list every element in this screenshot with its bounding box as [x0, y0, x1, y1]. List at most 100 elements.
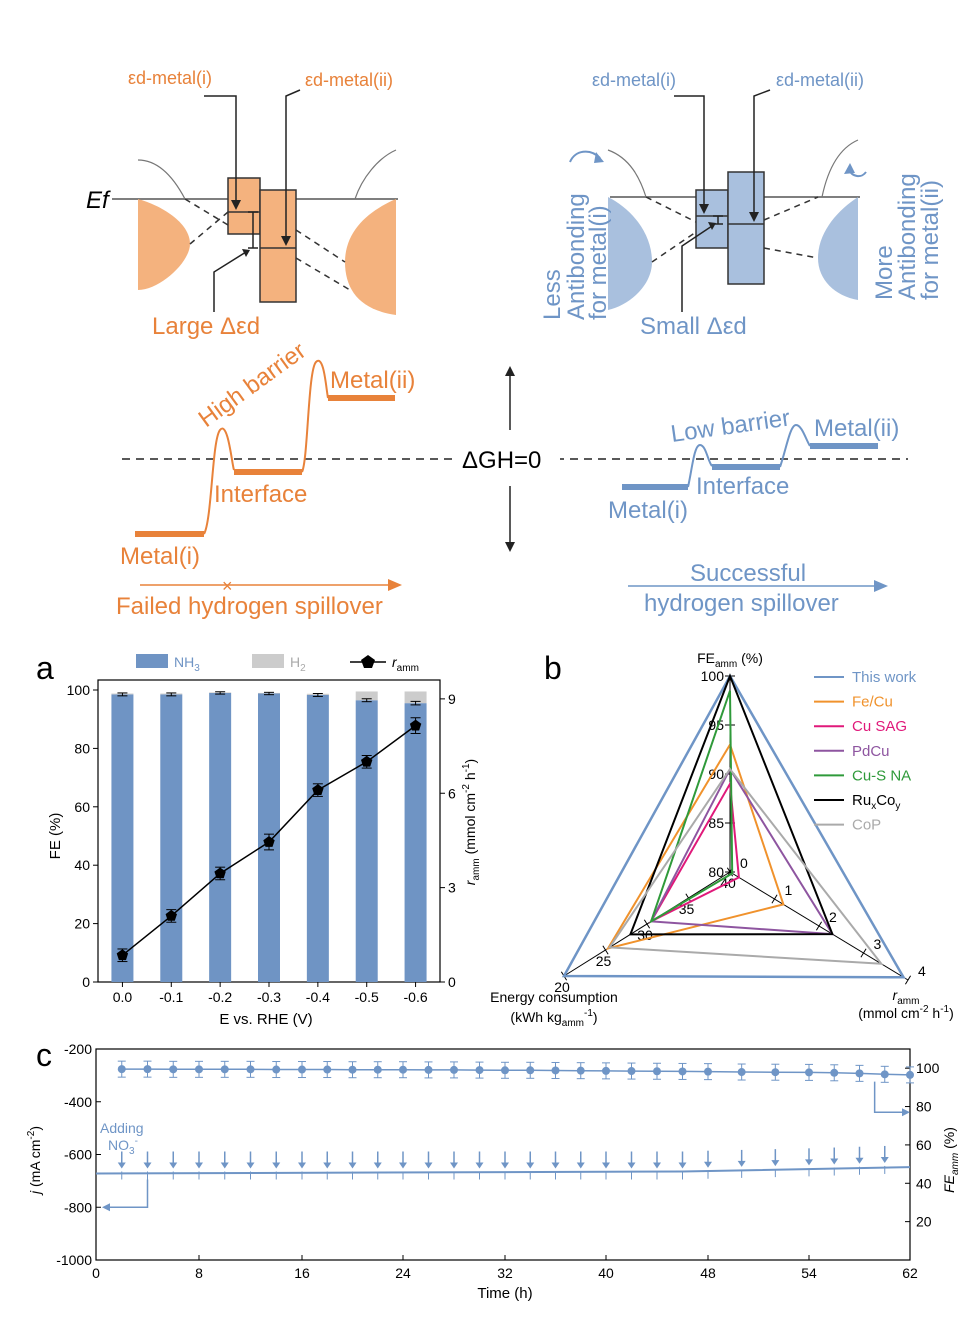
- dose-arrow-head: [450, 1162, 458, 1169]
- fe-point: [373, 1065, 382, 1074]
- chart-a-plot: 0.0-0.1-0.2-0.3-0.4-0.5-0.60204060801000…: [67, 679, 456, 1005]
- fe-point: [117, 1065, 126, 1074]
- more-line-3: for metal(ii): [917, 180, 944, 300]
- dose-arrow-head: [475, 1162, 484, 1169]
- x-tick-label: 32: [497, 1265, 513, 1281]
- radar-tick-label: 1: [785, 882, 793, 898]
- left-box-metal-i: [227, 177, 261, 235]
- left-eps-ii-label: εd-metal(ii): [305, 70, 393, 90]
- right-dos-metal-ii-outline: [821, 139, 859, 198]
- ramm-point: [263, 836, 275, 847]
- radar-axis-fe-label: FEamm (%): [697, 650, 763, 670]
- dose-arrow-head: [169, 1162, 178, 1169]
- dose-arrow-head: [323, 1162, 332, 1169]
- legend-ramm-marker: [361, 655, 375, 668]
- fe-point: [399, 1065, 407, 1074]
- radar-tick-label: 90: [708, 766, 724, 782]
- fe-point: [526, 1066, 535, 1075]
- x-tick-label: 62: [902, 1265, 918, 1281]
- fe-point: [424, 1065, 433, 1074]
- dose-arrow-head: [830, 1158, 839, 1165]
- bar-nh3: [209, 692, 232, 982]
- less-line-2: Antibonding: [563, 193, 590, 320]
- y-tick-label: -1000: [56, 1252, 92, 1268]
- bar-h2: [404, 691, 427, 704]
- left-dos-metal-ii-outline: [354, 149, 397, 200]
- fe-point: [475, 1066, 484, 1075]
- x-tick-label: 0.0: [113, 989, 133, 1005]
- radar-tick-label: 85: [708, 815, 724, 831]
- radar-tick-label: 0: [740, 855, 748, 871]
- dose-arrow-head: [526, 1162, 535, 1169]
- x-tick-label: 54: [801, 1265, 817, 1281]
- fe-point: [323, 1065, 332, 1074]
- y-tick-label: 100: [67, 682, 91, 698]
- fe-axis-arrow: [873, 1081, 906, 1114]
- radar-series: [648, 780, 740, 924]
- dose-arrow-head: [348, 1162, 357, 1169]
- dose-arrow-head: [855, 1157, 864, 1164]
- right-metal-ii-label: Metal(ii): [814, 415, 899, 442]
- fe-point: [855, 1069, 864, 1078]
- fe-point: [678, 1067, 687, 1076]
- fe-axis-arrowhead: [902, 1108, 910, 1117]
- left-band-diagram: εd-metal(i) εd-metal(ii) Ef: [86, 68, 398, 340]
- fe-point: [653, 1067, 661, 1076]
- y-right-tick-label: 3: [448, 880, 456, 896]
- left-barrier-label: High barrier: [194, 337, 311, 433]
- fe-point: [771, 1068, 780, 1077]
- fe-point: [143, 1065, 152, 1074]
- right-eps-ii-label: εd-metal(ii): [776, 70, 864, 90]
- fe-point: [348, 1065, 357, 1074]
- dose-arrow-head: [246, 1162, 255, 1169]
- y-right-tick-label: 100: [916, 1060, 940, 1076]
- y-right-tick-label: 20: [916, 1214, 932, 1230]
- x-tick-label: 0: [92, 1265, 100, 1281]
- right-metal-i-label: Metal(i): [608, 497, 688, 524]
- y-right-tick-label: 9: [448, 691, 456, 707]
- panel-letter-b: b: [544, 650, 562, 686]
- y-right-tick-label: 0: [448, 974, 456, 990]
- y-tick-label: 80: [74, 740, 90, 756]
- fe-point: [627, 1067, 636, 1076]
- legend-h2-swatch: [252, 654, 284, 668]
- left-metal-i-label: Metal(i): [120, 543, 200, 570]
- bar-nh3: [404, 703, 427, 982]
- radar-tick-label: 80: [708, 864, 724, 880]
- radar-tick: [602, 945, 609, 955]
- adding-label-1: Adding: [100, 1120, 144, 1136]
- right-box-metal-ii: [727, 171, 765, 285]
- dose-arrow-head: [143, 1162, 152, 1169]
- y-right-tick-label: 6: [448, 785, 456, 801]
- left-result-label: Failed hydrogen spillover: [116, 593, 383, 620]
- chart-a-xlabel: E vs. RHE (V): [219, 1011, 312, 1028]
- right-result-line-2: hydrogen spillover: [644, 590, 839, 617]
- fe-point: [169, 1065, 178, 1074]
- right-box-metal-i: [695, 189, 729, 249]
- x-tick-label: 8: [195, 1265, 203, 1281]
- radar-tick-label: 4: [918, 963, 926, 979]
- dose-arrow-head: [602, 1162, 610, 1169]
- chart-a-ylabel: FE (%): [47, 813, 64, 860]
- radar-legend-label: Cu-S NA: [852, 767, 911, 784]
- more-line-1: More: [871, 245, 898, 300]
- dose-arrow-head: [501, 1162, 509, 1169]
- y-tick-label: 60: [74, 799, 90, 815]
- ramm-point: [165, 909, 177, 921]
- fe-point: [805, 1068, 813, 1077]
- radar-series: [649, 767, 835, 936]
- left-dos-metal-i-outline: [137, 159, 186, 200]
- ramm-point: [361, 755, 373, 767]
- left-eps-i-label: εd-metal(i): [128, 68, 212, 88]
- left-metal-ii-label: Metal(ii): [330, 367, 415, 394]
- legend-nh3-label: NH3: [174, 654, 200, 674]
- y-tick-label: -600: [64, 1147, 92, 1163]
- dose-arrow-head: [373, 1162, 382, 1169]
- dose-arrow-head: [298, 1162, 306, 1169]
- bar-nh3: [306, 694, 329, 982]
- fe-line: [121, 1068, 911, 1076]
- fe-point: [830, 1068, 839, 1077]
